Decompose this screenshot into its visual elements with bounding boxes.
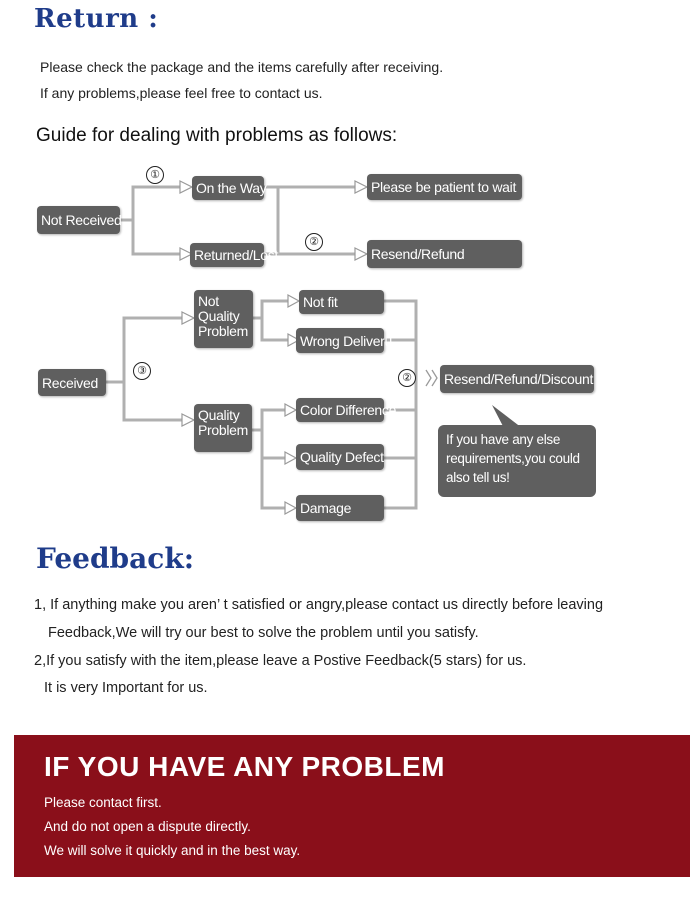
feedback-line-1: 1, If anything make you aren’ t satisfie… <box>34 597 604 613</box>
box-quality-problem: Quality Problem <box>194 404 252 452</box>
box-not-quality-problem: Not Quality Problem <box>194 290 253 348</box>
marker-3: ③ <box>133 362 151 380</box>
banner-line-1: Please contact first. <box>44 795 162 810</box>
speech-bubble: If you have any else requirements,you co… <box>438 425 596 497</box>
marker-1: ① <box>146 166 164 184</box>
box-quality-defect: Quality Defect <box>296 444 384 470</box>
marker-2-upper: ② <box>305 233 323 251</box>
banner-line-2: And do not open a dispute directly. <box>44 819 251 834</box>
banner-title: IF YOU HAVE ANY PROBLEM <box>44 751 445 782</box>
problem-banner: IF YOU HAVE ANY PROBLEM Please contact f… <box>14 735 690 877</box>
box-returned-lost: Returned/Lost <box>190 243 278 267</box>
feedback-heading: Feedback: <box>36 542 195 575</box>
box-resend-refund-discount: Resend/Refund/Discount <box>440 365 594 393</box>
box-color-difference: Color Difference <box>296 398 396 422</box>
return-line-1: Please check the package and the items c… <box>40 59 444 75</box>
marker-2-lower: ② <box>398 369 416 387</box>
box-wrong-delivery: Wrong Deliveru <box>296 328 392 353</box>
return-heading: Return : <box>34 4 159 34</box>
feedback-line-4: It is very Important for us. <box>44 680 208 696</box>
box-not-received: Not Received <box>37 206 122 234</box>
box-resend-refund: Resend/Refund <box>367 240 522 268</box>
banner-line-3: We will solve it quickly and in the best… <box>44 843 301 858</box>
feedback-line-3: 2,If you satisfy with the item,please le… <box>34 653 527 669</box>
guide-title: Guide for dealing with problems as follo… <box>36 125 398 146</box>
box-damage: Damage <box>296 495 384 521</box>
box-not-fit: Not fit <box>299 290 384 314</box>
return-line-2: If any problems,please feel free to cont… <box>40 85 323 101</box>
box-please-wait: Please be patient to wait <box>367 174 522 200</box>
box-received: Received <box>38 369 106 396</box>
feedback-line-2: Feedback,We will try our best to solve t… <box>48 625 479 641</box>
box-on-the-way: On the Way <box>192 176 267 200</box>
